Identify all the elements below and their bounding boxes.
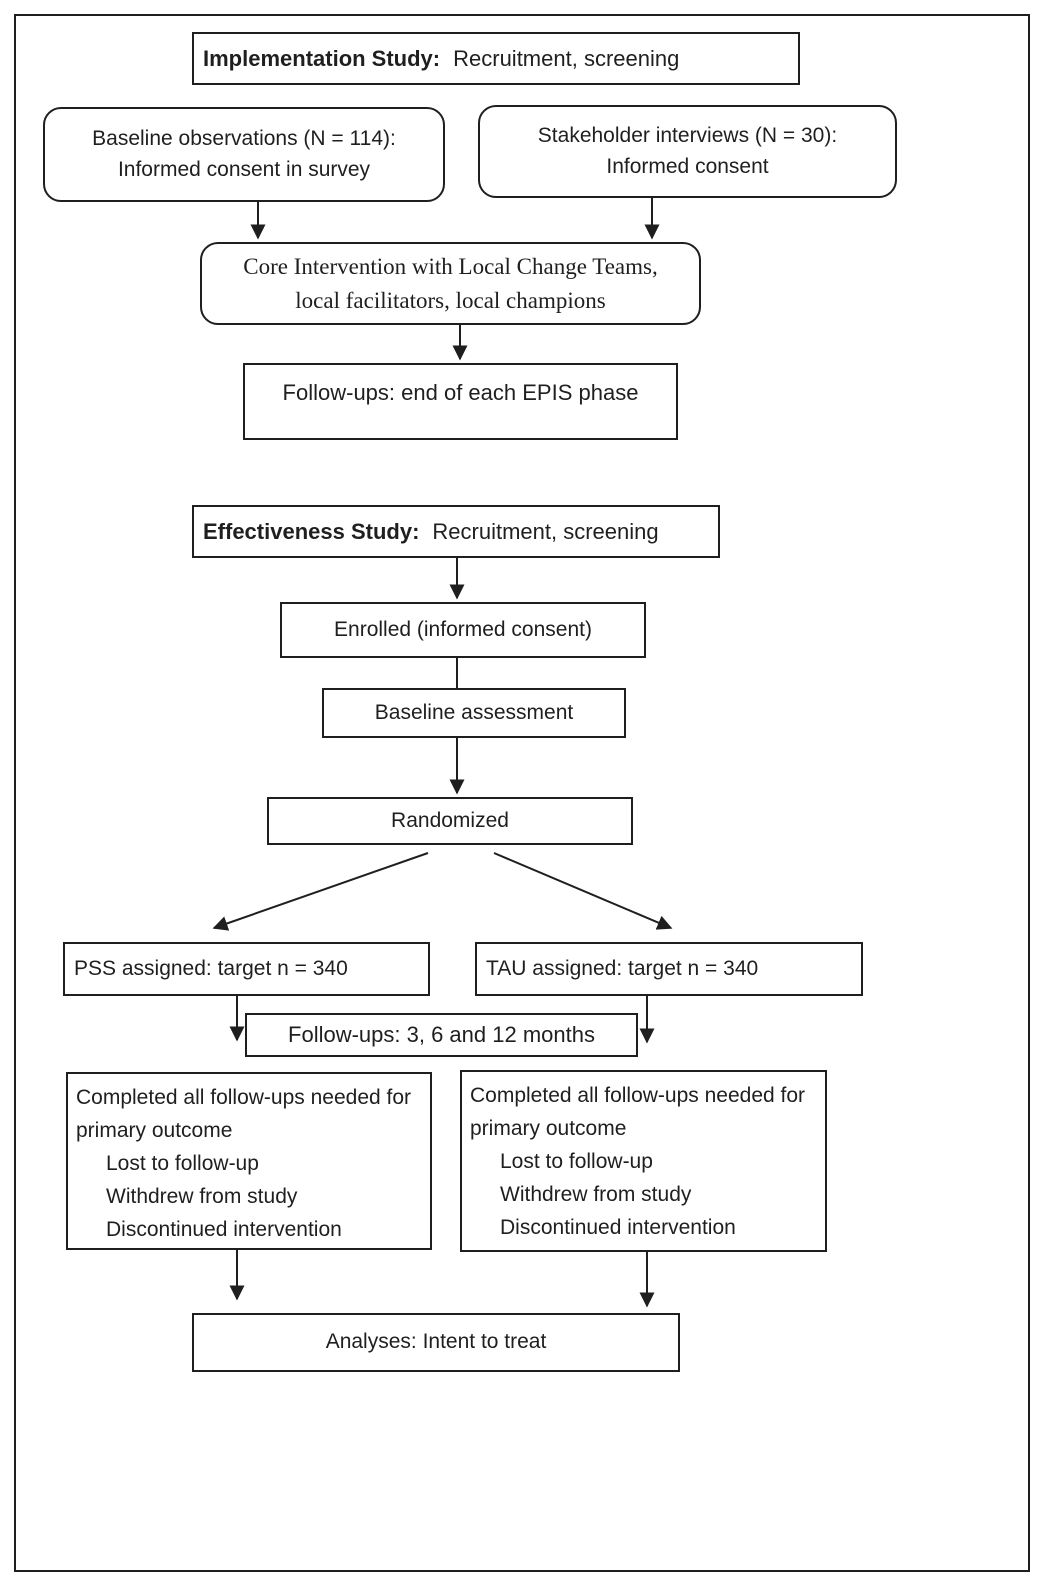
arrow-randomized-to-pss	[212, 852, 429, 931]
stakeholder-interviews-box: Stakeholder interviews (N = 30): Informe…	[478, 105, 897, 198]
baseline-observations-line1: Baseline observations (N = 114):	[92, 127, 396, 151]
completed-tau-line: Lost to follow-up	[500, 1150, 653, 1173]
effectiveness-study-subtitle: Recruitment, screening	[432, 518, 659, 544]
core-intervention-box: Core Intervention with Local Change Team…	[200, 242, 701, 325]
implementation-study-header: Implementation Study: Recruitment, scree…	[192, 32, 800, 85]
tau-assigned-text: TAU assigned: target n = 340	[486, 956, 759, 980]
analyses-box: Analyses: Intent to treat	[192, 1313, 680, 1372]
core-intervention-line1: Core Intervention with Local Change Team…	[243, 254, 658, 280]
completed-pss-line: Lost to follow-up	[106, 1152, 259, 1175]
completed-followups-pss-box: Completed all follow-ups needed for prim…	[66, 1072, 432, 1250]
baseline-observations-box: Baseline observations (N = 114): Informe…	[43, 107, 445, 202]
implementation-study-label: Implementation Study:	[203, 45, 441, 71]
completed-followups-tau-box: Completed all follow-ups needed for prim…	[460, 1070, 827, 1252]
enrolled-box: Enrolled (informed consent)	[280, 602, 646, 658]
completed-pss-line: Discontinued intervention	[106, 1218, 342, 1241]
stakeholder-interviews-line2: Informed consent	[606, 154, 769, 178]
arrow-randomized-to-tau	[493, 852, 673, 930]
core-intervention-line2: local facilitators, local champions	[295, 287, 606, 313]
completed-tau-line: Completed all follow-ups needed for	[470, 1084, 806, 1107]
completed-pss-line: Completed all follow-ups needed for	[76, 1086, 412, 1109]
baseline-assessment-box: Baseline assessment	[322, 688, 626, 738]
followups-epis-text: Follow-ups: end of each EPIS phase	[282, 380, 639, 405]
pss-assigned-box: PSS assigned: target n = 340	[63, 942, 430, 996]
stakeholder-interviews-line1: Stakeholder interviews (N = 30):	[537, 124, 838, 148]
effectiveness-study-label: Effectiveness Study:	[203, 518, 420, 544]
followups-epis-box: Follow-ups: end of each EPIS phase	[243, 363, 678, 440]
randomized-text: Randomized	[391, 808, 509, 832]
analyses-text: Analyses: Intent to treat	[325, 1330, 547, 1354]
completed-tau-line: primary outcome	[470, 1117, 627, 1140]
followups-months-text: Follow-ups: 3, 6 and 12 months	[288, 1022, 595, 1048]
pss-assigned-text: PSS assigned: target n = 340	[74, 956, 348, 980]
completed-pss-line: Withdrew from study	[106, 1185, 298, 1208]
completed-tau-line: Discontinued intervention	[500, 1216, 736, 1239]
baseline-observations-line2: Informed consent in survey	[117, 157, 371, 181]
effectiveness-study-header: Effectiveness Study: Recruitment, screen…	[192, 505, 720, 558]
completed-pss-line: primary outcome	[76, 1119, 233, 1142]
enrolled-text: Enrolled (informed consent)	[334, 617, 592, 641]
completed-tau-line: Withdrew from study	[500, 1183, 692, 1206]
implementation-study-subtitle: Recruitment, screening	[453, 45, 680, 71]
randomized-box: Randomized	[267, 797, 633, 845]
baseline-assessment-text: Baseline assessment	[374, 700, 574, 724]
followups-months-box: Follow-ups: 3, 6 and 12 months	[245, 1013, 638, 1057]
tau-assigned-box: TAU assigned: target n = 340	[475, 942, 863, 996]
